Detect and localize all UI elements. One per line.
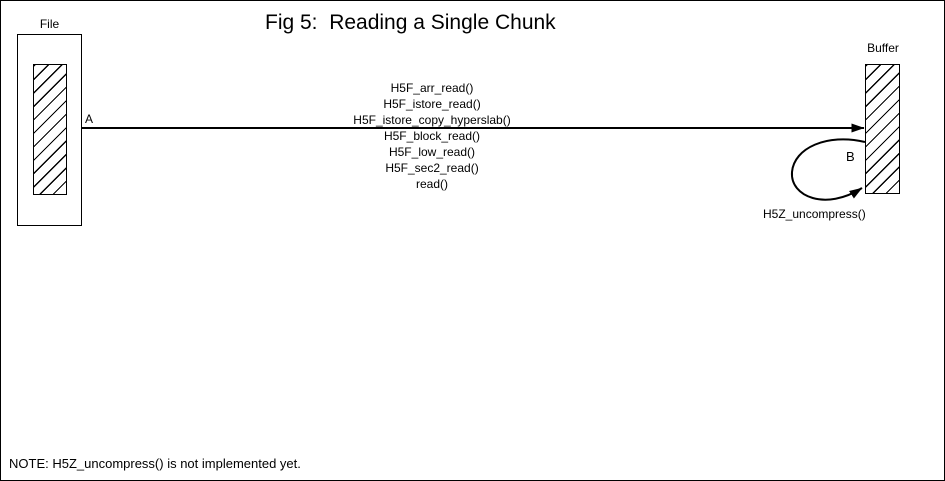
call-stack-line: read() bbox=[415, 177, 448, 191]
call-stack: H5F_arr_read() H5F_istore_read() H5F_ist… bbox=[312, 80, 552, 192]
file-chunk-hatch bbox=[33, 64, 67, 195]
arrow-a-label: A bbox=[85, 112, 94, 126]
file-label: File bbox=[39, 17, 60, 31]
arrow-b-label: B bbox=[846, 149, 855, 164]
uncompress-caption: H5Z_uncompress() bbox=[763, 207, 866, 221]
buffer-label: Buffer bbox=[867, 41, 899, 55]
file-box bbox=[17, 34, 82, 226]
call-stack-line: H5F_istore_copy_hyperslab() bbox=[353, 113, 511, 127]
buffer-box bbox=[865, 64, 900, 194]
call-stack-line: H5F_block_read() bbox=[383, 129, 481, 143]
call-stack-line: H5F_low_read() bbox=[388, 145, 476, 159]
call-stack-line: H5F_sec2_read() bbox=[385, 161, 479, 175]
figure-title: Fig 5: Reading a Single Chunk bbox=[265, 11, 556, 34]
call-stack-line: H5F_arr_read() bbox=[390, 81, 474, 95]
figure-note: NOTE: H5Z_uncompress() is not implemente… bbox=[9, 456, 301, 471]
call-stack-line: H5F_istore_read() bbox=[383, 97, 481, 111]
